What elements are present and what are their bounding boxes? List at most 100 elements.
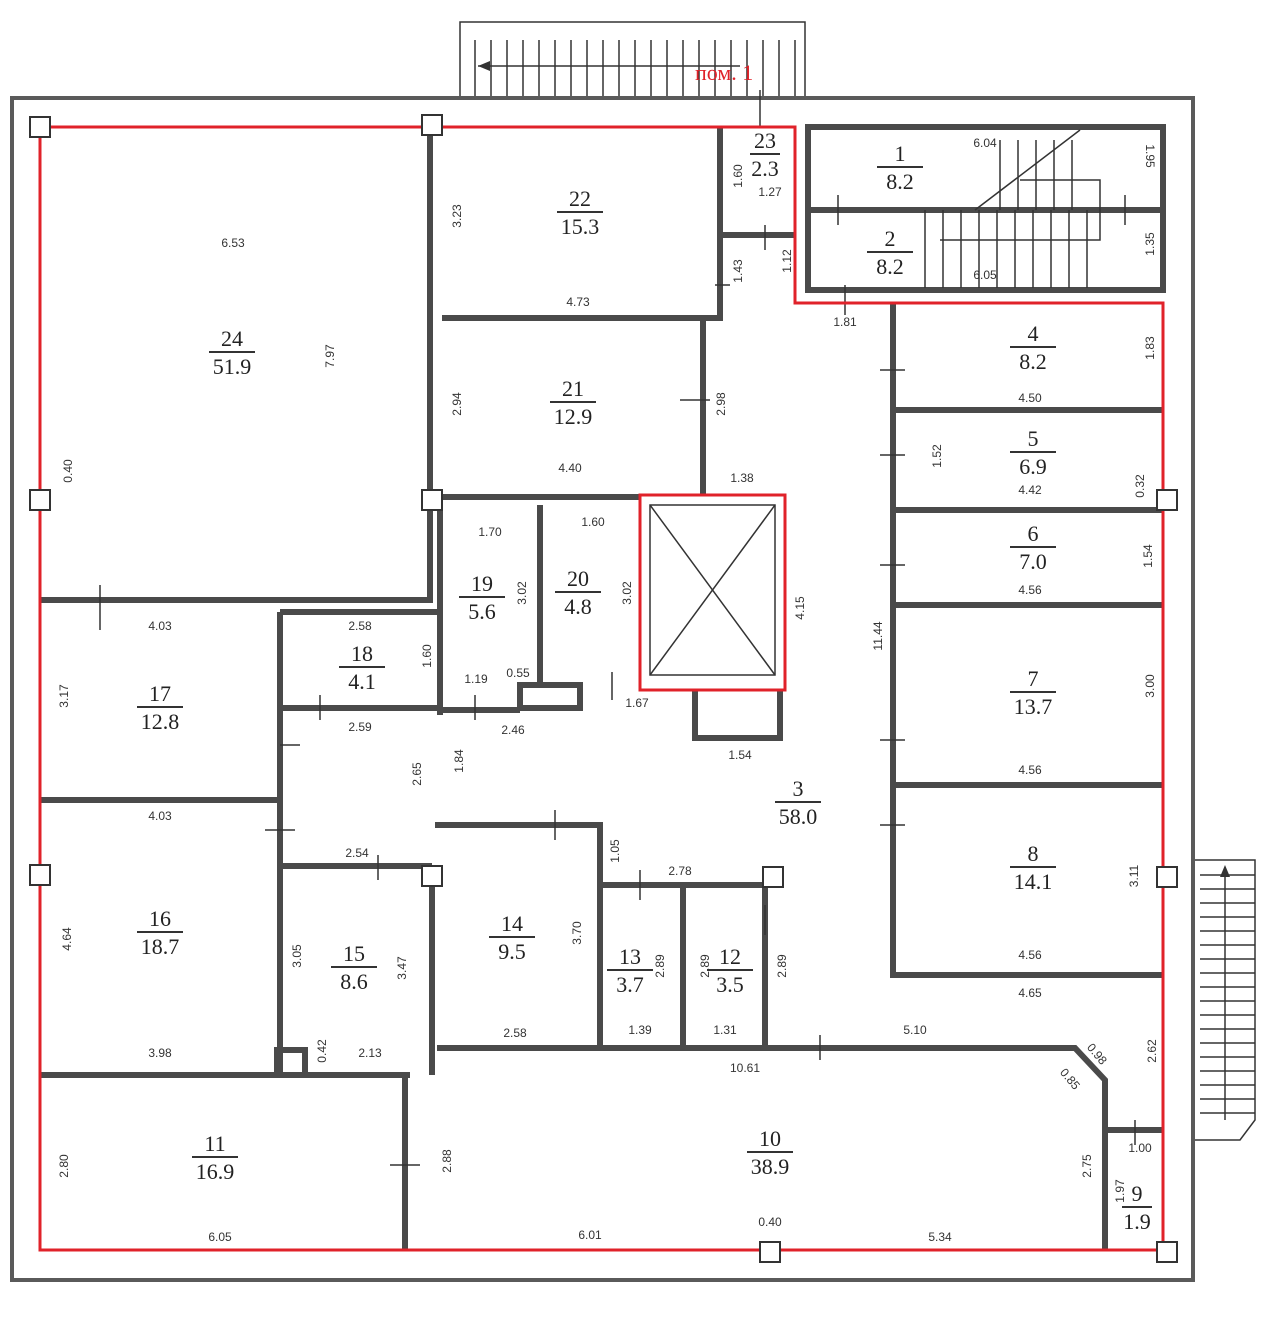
room-number: 5 <box>1028 426 1039 451</box>
room-number: 12 <box>719 944 741 969</box>
room-area: 2.3 <box>751 156 779 181</box>
dimension-label: 3.98 <box>148 1046 172 1060</box>
dimension-label: 2.89 <box>775 954 789 978</box>
dimension-label: 2.88 <box>440 1149 454 1173</box>
room-3[interactable]: 358.0 <box>775 776 821 829</box>
dimension-label: 4.03 <box>148 809 172 823</box>
column <box>421 114 443 136</box>
dimension-label: 2.46 <box>501 723 525 737</box>
room-8[interactable]: 814.1 <box>1010 841 1056 894</box>
room-6[interactable]: 67.0 <box>1010 521 1056 574</box>
column <box>421 865 443 887</box>
room-number: 13 <box>619 944 641 969</box>
room-22[interactable]: 22 15.3 <box>557 186 603 239</box>
room-number: 23 <box>754 128 776 153</box>
dimension-label: 1.35 <box>1143 232 1157 256</box>
room-2[interactable]: 28.2 <box>867 226 913 279</box>
room-area: 15.3 <box>561 214 600 239</box>
dimension-label: 0.40 <box>61 459 75 483</box>
room-area: 8.6 <box>340 969 368 994</box>
room-7[interactable]: 713.7 <box>1010 666 1056 719</box>
dimension-label: 1.05 <box>608 839 622 863</box>
dimension-label: 4.56 <box>1018 583 1042 597</box>
dimension-label: 2.58 <box>503 1026 527 1040</box>
dimension-label: 4.56 <box>1018 763 1042 777</box>
dimension-label: 1.67 <box>625 696 649 710</box>
room-number: 17 <box>149 681 171 706</box>
dimension-label: 4.40 <box>558 461 582 475</box>
room-area: 6.9 <box>1019 454 1047 479</box>
dimension-label: 4.65 <box>1018 986 1042 1000</box>
room-area: 13.7 <box>1014 694 1053 719</box>
dimension-label: 2.59 <box>348 720 372 734</box>
dimension-label: 3.47 <box>395 956 409 980</box>
dimension-label: 1.19 <box>464 672 488 686</box>
stairs-top <box>459 21 806 98</box>
room-18[interactable]: 184.1 <box>339 641 385 694</box>
dimension-label: 1.54 <box>728 748 752 762</box>
room-number: 6 <box>1028 521 1039 546</box>
room-area: 8.2 <box>876 254 904 279</box>
dimension-label: 2.89 <box>698 954 712 978</box>
room-number: 22 <box>569 186 591 211</box>
room-23[interactable]: 232.3 <box>750 128 780 181</box>
dimension-label: 1.81 <box>833 315 857 329</box>
stair-flight <box>924 129 1101 288</box>
room-5[interactable]: 56.9 <box>1010 426 1056 479</box>
room-number: 8 <box>1028 841 1039 866</box>
dimension-label: 2.13 <box>358 1046 382 1060</box>
room-15[interactable]: 158.6 <box>331 941 377 994</box>
room-17[interactable]: 17 12.8 <box>137 681 183 734</box>
room-area: 1.9 <box>1123 1209 1151 1234</box>
room-area: 3.5 <box>716 972 744 997</box>
room-number: 16 <box>149 906 171 931</box>
dimension-label: 3.70 <box>570 921 584 945</box>
dimension-label: 4.64 <box>60 927 74 951</box>
room-area: 8.2 <box>1019 349 1047 374</box>
room-4[interactable]: 48.2 <box>1010 321 1056 374</box>
dimension-label: 6.05 <box>208 1230 232 1244</box>
column <box>1156 866 1178 888</box>
elevator-shaft <box>638 493 787 692</box>
room-area: 16.9 <box>196 1159 235 1184</box>
dimension-label: 1.84 <box>452 749 466 773</box>
dimension-label: 5.34 <box>928 1230 952 1244</box>
room-number: 14 <box>501 911 523 936</box>
dimension-label: 3.17 <box>57 684 71 708</box>
dimension-label: 3.23 <box>450 204 464 228</box>
room-area: 38.9 <box>751 1154 790 1179</box>
room-13[interactable]: 133.7 <box>607 944 653 997</box>
room-19[interactable]: 195.6 <box>459 571 505 624</box>
dimension-label: 5.10 <box>903 1023 927 1037</box>
dimension-label: 6.05 <box>973 268 997 282</box>
dimension-label: 11.44 <box>871 621 885 650</box>
dimension-label: 6.53 <box>221 236 245 250</box>
column <box>29 116 51 138</box>
dimension-label: 4.03 <box>148 619 172 633</box>
room-area: 51.9 <box>213 354 252 379</box>
dimension-label: 1.52 <box>930 444 944 468</box>
room-9[interactable]: 91.9 <box>1122 1181 1152 1234</box>
door-marks <box>99 90 1136 1166</box>
room-12[interactable]: 123.5 <box>707 944 753 997</box>
dimension-label: 1.54 <box>1141 544 1155 568</box>
room-20[interactable]: 204.8 <box>555 566 601 619</box>
room-14[interactable]: 149.5 <box>489 911 535 964</box>
room-area: 12.8 <box>141 709 180 734</box>
room-1[interactable]: 18.2 <box>877 141 923 194</box>
dimension-label: 1.83 <box>1143 336 1157 360</box>
column <box>1156 489 1178 511</box>
dimension-label: 1.39 <box>628 1023 652 1037</box>
room-area: 4.1 <box>348 669 376 694</box>
dimension-label: 2.98 <box>714 392 728 416</box>
dimension-label: 2.89 <box>653 954 667 978</box>
stairs-right <box>1193 859 1256 1141</box>
outer-wall <box>10 96 1195 1282</box>
dimension-label: 3.11 <box>1127 864 1141 887</box>
